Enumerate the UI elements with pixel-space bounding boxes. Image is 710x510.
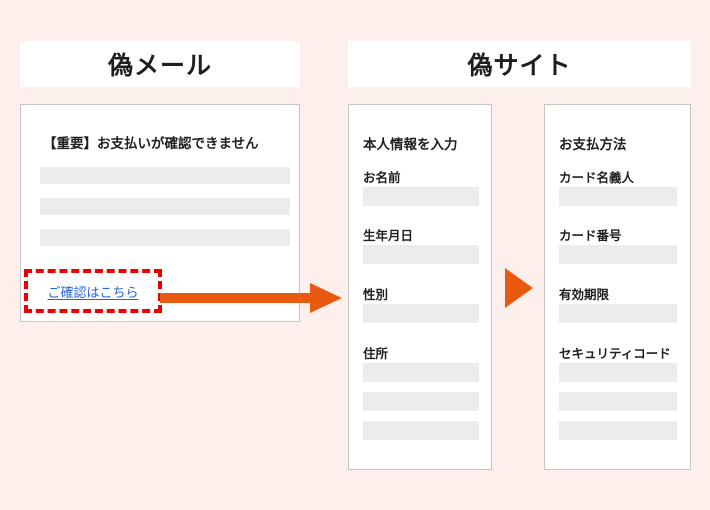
field-input-cardholder-name[interactable]: [559, 187, 677, 206]
field-label-name: お名前: [363, 171, 401, 185]
fake-site-personal-info-card: 本人情報を入力 お名前 生年月日 性別 住所: [348, 104, 492, 470]
field-input-address-line2[interactable]: [363, 392, 479, 411]
arrow-mail-to-site-icon: [160, 281, 342, 315]
field-input-extra-line3[interactable]: [559, 421, 677, 440]
mail-body-placeholder-bar: [40, 229, 290, 246]
field-label-security-code: セキュリティコード: [559, 347, 671, 361]
phishing-link[interactable]: ご確認はこちら: [47, 284, 139, 300]
mail-body-placeholder-bar: [40, 198, 290, 215]
field-label-expiry-date: 有効期限: [559, 288, 610, 302]
fake-site-payment-card: お支払方法 カード名義人 カード番号 有効期限 セキュリティコード: [544, 104, 691, 470]
field-label-address: 住所: [363, 347, 389, 361]
field-input-birthdate[interactable]: [363, 245, 479, 264]
field-label-birthdate: 生年月日: [363, 229, 414, 243]
field-label-cardholder-name: カード名義人: [559, 171, 635, 185]
phishing-link-highlight-box: ご確認はこちら: [24, 269, 162, 313]
form-heading-personal-info: 本人情報を入力: [363, 137, 458, 152]
panel-title-fake-site: 偽サイト: [348, 41, 691, 87]
field-label-card-number: カード番号: [559, 229, 622, 243]
field-input-card-number[interactable]: [559, 245, 677, 264]
field-input-name[interactable]: [363, 187, 479, 206]
form-heading-payment-method: お支払方法: [559, 137, 627, 152]
fake-mail-card: 【重要】お支払いが確認できません ご確認はこちら: [20, 104, 300, 322]
field-input-security-code[interactable]: [559, 363, 677, 382]
mail-body-placeholder-bar: [40, 167, 290, 184]
field-input-extra-line2[interactable]: [559, 392, 677, 411]
field-input-gender[interactable]: [363, 304, 479, 323]
field-label-gender: 性別: [363, 288, 389, 302]
field-input-address-line3[interactable]: [363, 421, 479, 440]
field-input-address-line1[interactable]: [363, 363, 479, 382]
arrow-profile-to-payment-icon: [505, 268, 533, 308]
panel-title-fake-mail: 偽メール: [20, 41, 300, 87]
field-input-expiry-date[interactable]: [559, 304, 677, 323]
mail-subject-line: 【重要】お支払いが確認できません: [43, 136, 259, 151]
